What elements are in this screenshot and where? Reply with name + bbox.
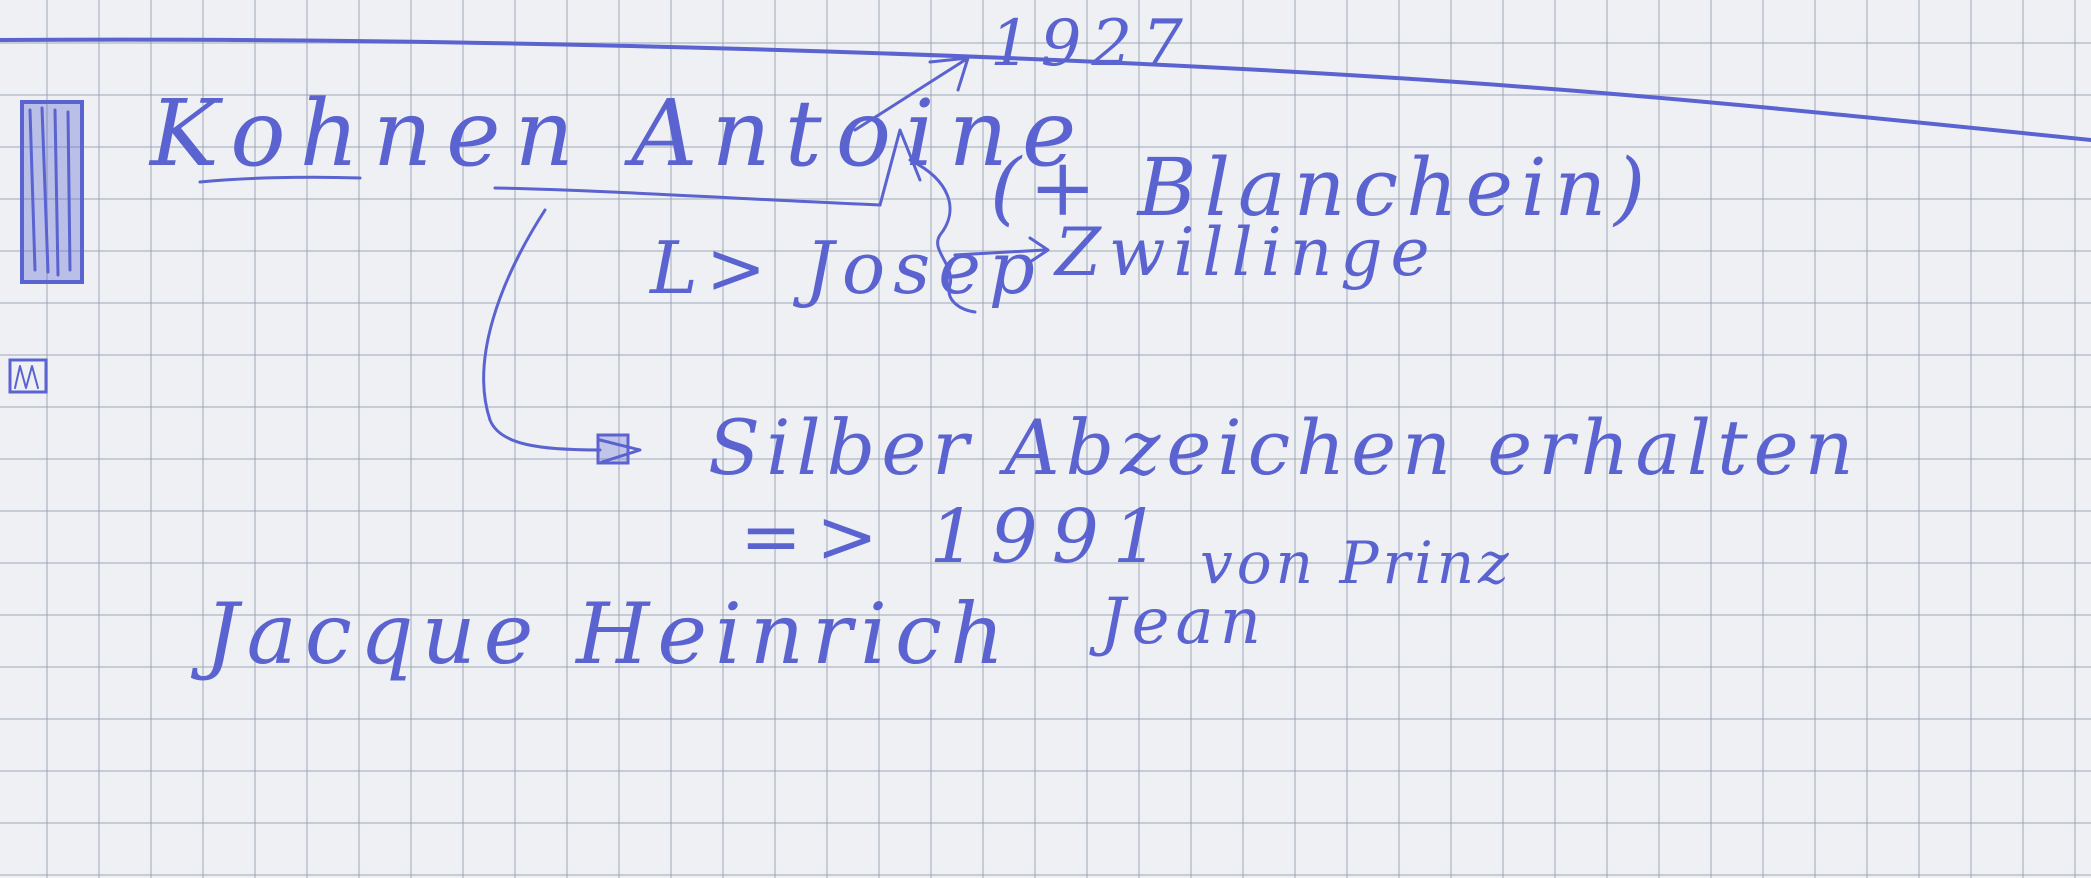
arrow-head	[598, 438, 642, 464]
small-box-hatching	[14, 365, 39, 389]
arrow-to-twins	[953, 236, 1050, 264]
top-rule-line	[0, 37, 2091, 142]
signature-name: Jacque Heinrich	[205, 585, 1013, 683]
award-text: Silber Abzeichen erhalten	[708, 403, 1860, 492]
award-giver: von Prinz	[1200, 529, 1513, 597]
arrow-to-year	[853, 56, 970, 132]
award-year: => 1991	[740, 494, 1174, 580]
year-label: 1927	[990, 7, 1193, 81]
small-box-doodle	[8, 358, 48, 394]
person-name: Kohnen Antoine	[150, 80, 1091, 187]
name-underline	[198, 175, 362, 184]
curved-arrow	[482, 208, 602, 452]
child-name: L> Josep	[650, 226, 1043, 310]
twins-label: Zwillinge	[1055, 214, 1438, 291]
name-underline-2	[493, 186, 882, 207]
award-giver-name: Jean	[1100, 585, 1267, 659]
place-note: (+ Blanchein)	[990, 141, 1654, 234]
badge-doodle	[596, 433, 630, 465]
margin-box-hatching	[28, 106, 72, 277]
twins-brace	[908, 158, 977, 314]
